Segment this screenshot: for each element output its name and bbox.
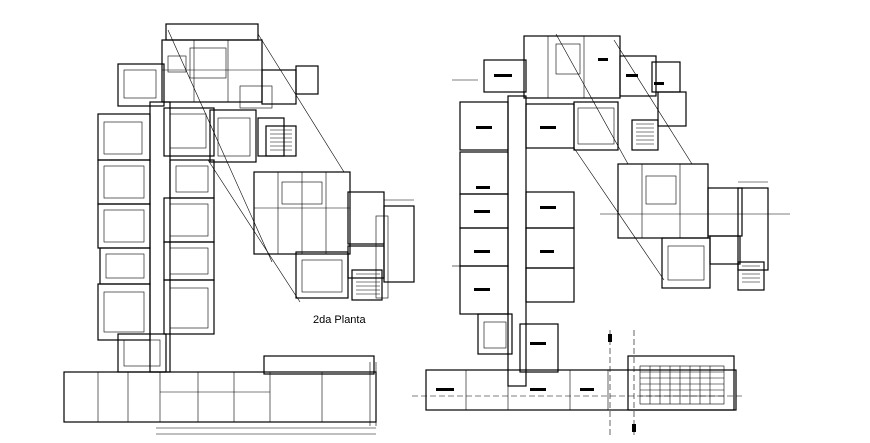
auditorium [627, 355, 735, 411]
left-upper-room [117, 63, 165, 107]
left-stair-upper [265, 125, 297, 157]
right-bottom-wing [425, 369, 737, 411]
plan-label: 2da Planta [313, 314, 366, 326]
left-top-strip [165, 23, 259, 41]
right-top-block [523, 35, 621, 99]
right-detail-block [617, 163, 709, 239]
auditorium-seats [639, 365, 725, 405]
right-stair-upper [631, 119, 659, 151]
left-stair-lower [351, 269, 383, 301]
right-stair-lower [737, 261, 765, 291]
left-floor-plan [63, 23, 415, 435]
left-top-block [161, 39, 263, 103]
right-floor-plan [412, 33, 790, 436]
right-vertical-corridor [507, 95, 527, 387]
left-bottom-wing [63, 371, 377, 423]
left-vertical-corridor [149, 101, 171, 373]
